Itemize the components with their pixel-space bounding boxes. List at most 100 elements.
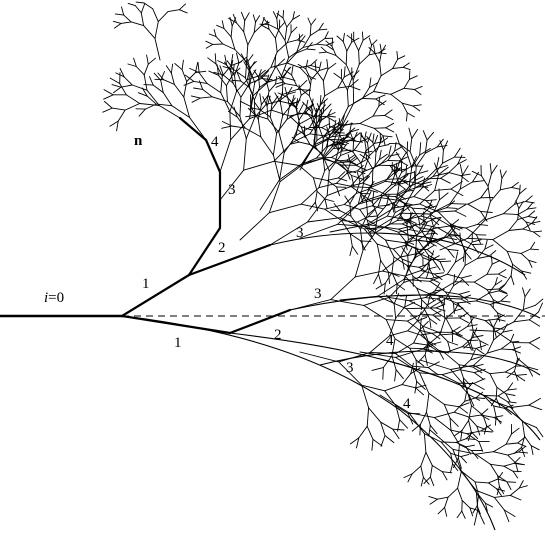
branch-segment <box>104 90 113 95</box>
middle-envelope-curve <box>290 295 540 318</box>
branch-segment <box>283 105 292 116</box>
branch-segment <box>325 205 345 210</box>
branch-segment <box>135 6 141 13</box>
branch-segment <box>455 211 466 216</box>
branch-segment <box>383 136 392 137</box>
branch-segment <box>476 398 485 399</box>
branch-segment <box>327 171 329 196</box>
branch-segment <box>244 161 274 170</box>
branch-segment <box>461 454 469 456</box>
branch-segment <box>449 173 461 176</box>
branch-segment <box>319 62 321 71</box>
lower-path-label-3: 3 <box>314 286 322 302</box>
branch-segment <box>168 10 179 12</box>
branch-segment <box>441 178 451 183</box>
branch-segment <box>474 510 478 525</box>
branch-segment <box>217 25 224 28</box>
branch-segment <box>469 415 481 417</box>
branch-segment <box>124 77 132 85</box>
branch-segment <box>363 98 376 99</box>
branch-segment <box>457 301 476 303</box>
branch-segment <box>501 349 512 350</box>
branch-segment <box>438 508 445 514</box>
branch-segment <box>121 85 132 87</box>
branch-segment <box>518 209 519 220</box>
branch-segment <box>444 404 459 406</box>
branch-segment <box>402 374 411 385</box>
branch-segment <box>203 89 213 96</box>
branch-segment <box>454 412 468 417</box>
branch-segment <box>529 398 541 405</box>
branch-segment <box>355 250 363 277</box>
branch-segment <box>393 59 398 68</box>
branch-segment <box>498 396 507 402</box>
branch-segment <box>501 295 508 301</box>
branch-segment <box>533 231 541 232</box>
branch-segment <box>436 242 448 249</box>
branch-segment <box>317 44 327 45</box>
branch-segment <box>410 348 416 360</box>
branch-segment <box>503 324 507 332</box>
branch-segment <box>512 187 520 189</box>
branch-segment <box>488 174 491 186</box>
branch-segment <box>254 71 259 78</box>
branch-segment <box>488 186 490 201</box>
branch-segment <box>427 132 434 140</box>
branch-segment <box>435 412 455 417</box>
branch-segment <box>416 153 425 166</box>
branch-segment <box>334 73 342 78</box>
branch-segment <box>231 26 232 37</box>
branch-segment <box>115 23 122 28</box>
branch-segment <box>466 242 473 251</box>
branch-segment <box>164 80 175 85</box>
branch-segment <box>440 261 451 262</box>
branch-segment <box>275 59 285 68</box>
branch-segment <box>325 88 338 96</box>
fractal-foliage <box>103 2 543 525</box>
branch-segment <box>184 81 194 85</box>
branch-segment <box>380 62 382 76</box>
branch-segment <box>300 68 307 76</box>
branch-segment <box>315 191 317 202</box>
branch-segment <box>485 202 490 221</box>
branch-segment <box>354 150 364 153</box>
branch-segment <box>430 477 433 486</box>
branch-segment <box>423 131 427 140</box>
branch-segment <box>504 463 514 466</box>
branch-segment <box>459 445 471 451</box>
branch-segment <box>287 40 297 43</box>
branch-segment <box>396 370 403 379</box>
branch-segment <box>393 67 404 68</box>
branch-segment <box>448 488 458 497</box>
branch-segment <box>430 499 437 504</box>
branch-segment <box>132 85 147 90</box>
branch-segment <box>311 60 317 66</box>
branch-segment <box>526 196 533 202</box>
branch-segment <box>110 78 120 83</box>
branch-segment <box>413 105 422 106</box>
branch-segment <box>323 81 324 96</box>
branch-segment <box>244 139 247 171</box>
branch-segment <box>487 289 499 290</box>
branch-segment <box>508 389 517 390</box>
branch-segment <box>267 106 268 119</box>
branch-segment <box>280 165 302 181</box>
branch-segment <box>442 472 447 480</box>
branch-segment <box>425 355 427 366</box>
upper-path-label-1: 1 <box>142 276 150 292</box>
branch-segment <box>414 343 429 345</box>
branch-segment <box>391 88 404 94</box>
branch-segment <box>407 113 414 117</box>
branch-segment <box>311 71 319 80</box>
branch-segment <box>406 113 407 121</box>
branch-segment <box>392 257 394 272</box>
branch-segment <box>271 52 277 68</box>
branch-segment <box>350 246 352 255</box>
branch-segment <box>237 117 245 128</box>
branch-segment <box>430 425 437 433</box>
branch-segment <box>412 129 418 138</box>
branch-segment <box>244 32 248 45</box>
branch-segment <box>446 298 461 299</box>
branch-segment <box>530 242 534 249</box>
branch-segment <box>232 80 241 81</box>
